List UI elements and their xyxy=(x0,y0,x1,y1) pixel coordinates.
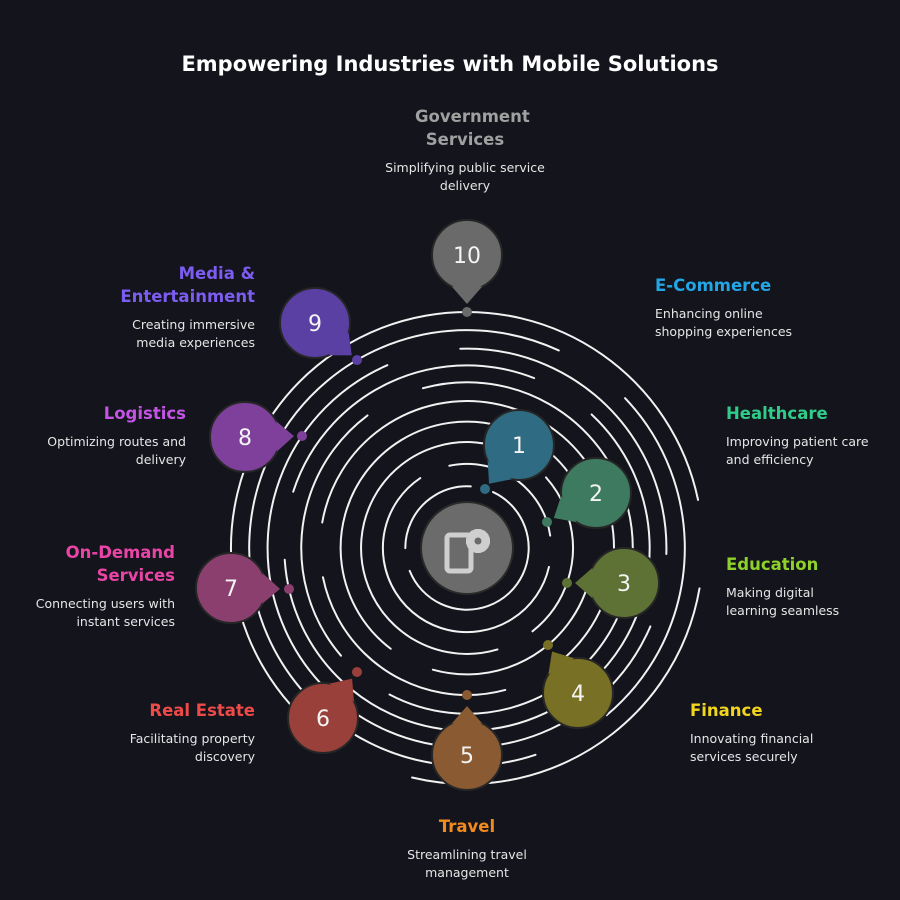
bubble-tail xyxy=(262,573,280,604)
label-desc: Improving patient care and efficiency xyxy=(726,434,869,467)
label-real-estate: Real Estate Facilitating property discov… xyxy=(95,699,255,766)
label-title: Real Estate xyxy=(149,701,255,720)
bubble-tail xyxy=(553,495,577,523)
bubble-tail xyxy=(451,706,483,724)
bubble-tail xyxy=(276,421,294,452)
center-hub xyxy=(420,501,514,595)
orbit-ring xyxy=(248,329,686,767)
orbit-ring xyxy=(381,462,553,634)
label-government: Government Services Simplifying public s… xyxy=(375,105,555,195)
step-number: 6 xyxy=(316,707,330,732)
label-desc: Creating immersive media experiences xyxy=(132,317,255,350)
step-bubble-2 xyxy=(560,457,632,529)
orbit-ring xyxy=(266,347,668,749)
bubble-tail xyxy=(548,651,575,675)
gear-hole xyxy=(474,537,482,545)
label-healthcare: Healthcare Improving patient care and ef… xyxy=(726,402,891,469)
label-education: Education Making digital learning seamle… xyxy=(726,553,866,620)
label-desc: Connecting users with instant services xyxy=(35,596,175,629)
label-finance: Finance Innovating financial services se… xyxy=(690,699,850,766)
label-title: Healthcare xyxy=(726,404,828,423)
orbit-dot xyxy=(543,640,553,650)
label-title: Finance xyxy=(690,701,763,720)
label-logistics: Logistics Optimizing routes and delivery xyxy=(16,402,186,469)
orbit-dot xyxy=(462,690,472,700)
label-title: Education xyxy=(726,555,819,574)
orbit-ring xyxy=(404,485,530,611)
orbit-dot xyxy=(480,484,490,494)
bubble-tail xyxy=(329,678,354,702)
orbit-dot xyxy=(352,355,362,365)
label-travel: Travel Streamlining travel management xyxy=(367,815,567,882)
step-number: 2 xyxy=(589,482,603,507)
step-number: 5 xyxy=(460,744,474,769)
label-on-demand: On-Demand Services Connecting users with… xyxy=(5,541,175,631)
step-number: 7 xyxy=(224,577,238,602)
orbit-dot xyxy=(352,667,362,677)
step-number: 8 xyxy=(238,426,252,451)
label-desc: Simplifying public service delivery xyxy=(385,160,545,193)
step-number: 10 xyxy=(453,244,481,269)
step-number: 3 xyxy=(617,572,631,597)
orbit-dot xyxy=(542,517,552,527)
bubble-tail xyxy=(487,460,512,484)
label-media: Media & Entertainment Creating immersive… xyxy=(95,262,255,352)
label-desc: Enhancing online shopping experiences xyxy=(655,306,793,339)
label-title: Logistics xyxy=(103,404,186,423)
step-number: 4 xyxy=(571,682,585,707)
mobile-icon xyxy=(444,532,474,574)
bubble-tail xyxy=(451,286,483,304)
label-desc: Innovating financial services securely xyxy=(690,731,814,764)
step-number: 9 xyxy=(308,312,322,337)
step-bubble-1 xyxy=(483,409,555,481)
step-number: 1 xyxy=(512,434,526,459)
orbit-dot xyxy=(462,307,472,317)
orbit-dot xyxy=(284,584,294,594)
label-title: Media & Entertainment xyxy=(120,264,255,306)
step-bubble-9 xyxy=(279,287,351,359)
step-bubble-6 xyxy=(287,682,359,754)
label-desc: Optimizing routes and delivery xyxy=(47,434,186,467)
bubble-tail xyxy=(328,332,352,356)
label-desc: Facilitating property discovery xyxy=(129,731,255,764)
orbit-dot xyxy=(562,578,572,588)
label-e-commerce: E-Commerce Enhancing online shopping exp… xyxy=(655,274,845,341)
label-title: Travel xyxy=(438,817,496,836)
orbit-dot xyxy=(297,431,307,441)
diagram-title: Empowering Industries with Mobile Soluti… xyxy=(181,52,719,76)
label-desc: Making digital learning seamless xyxy=(726,585,840,618)
label-title: On-Demand Services xyxy=(65,543,175,585)
label-title: Government Services xyxy=(415,107,530,149)
label-title: E-Commerce xyxy=(655,276,772,295)
label-desc: Streamlining travel management xyxy=(407,847,527,880)
step-bubble-4 xyxy=(542,657,614,729)
bubble-tail xyxy=(575,567,593,599)
